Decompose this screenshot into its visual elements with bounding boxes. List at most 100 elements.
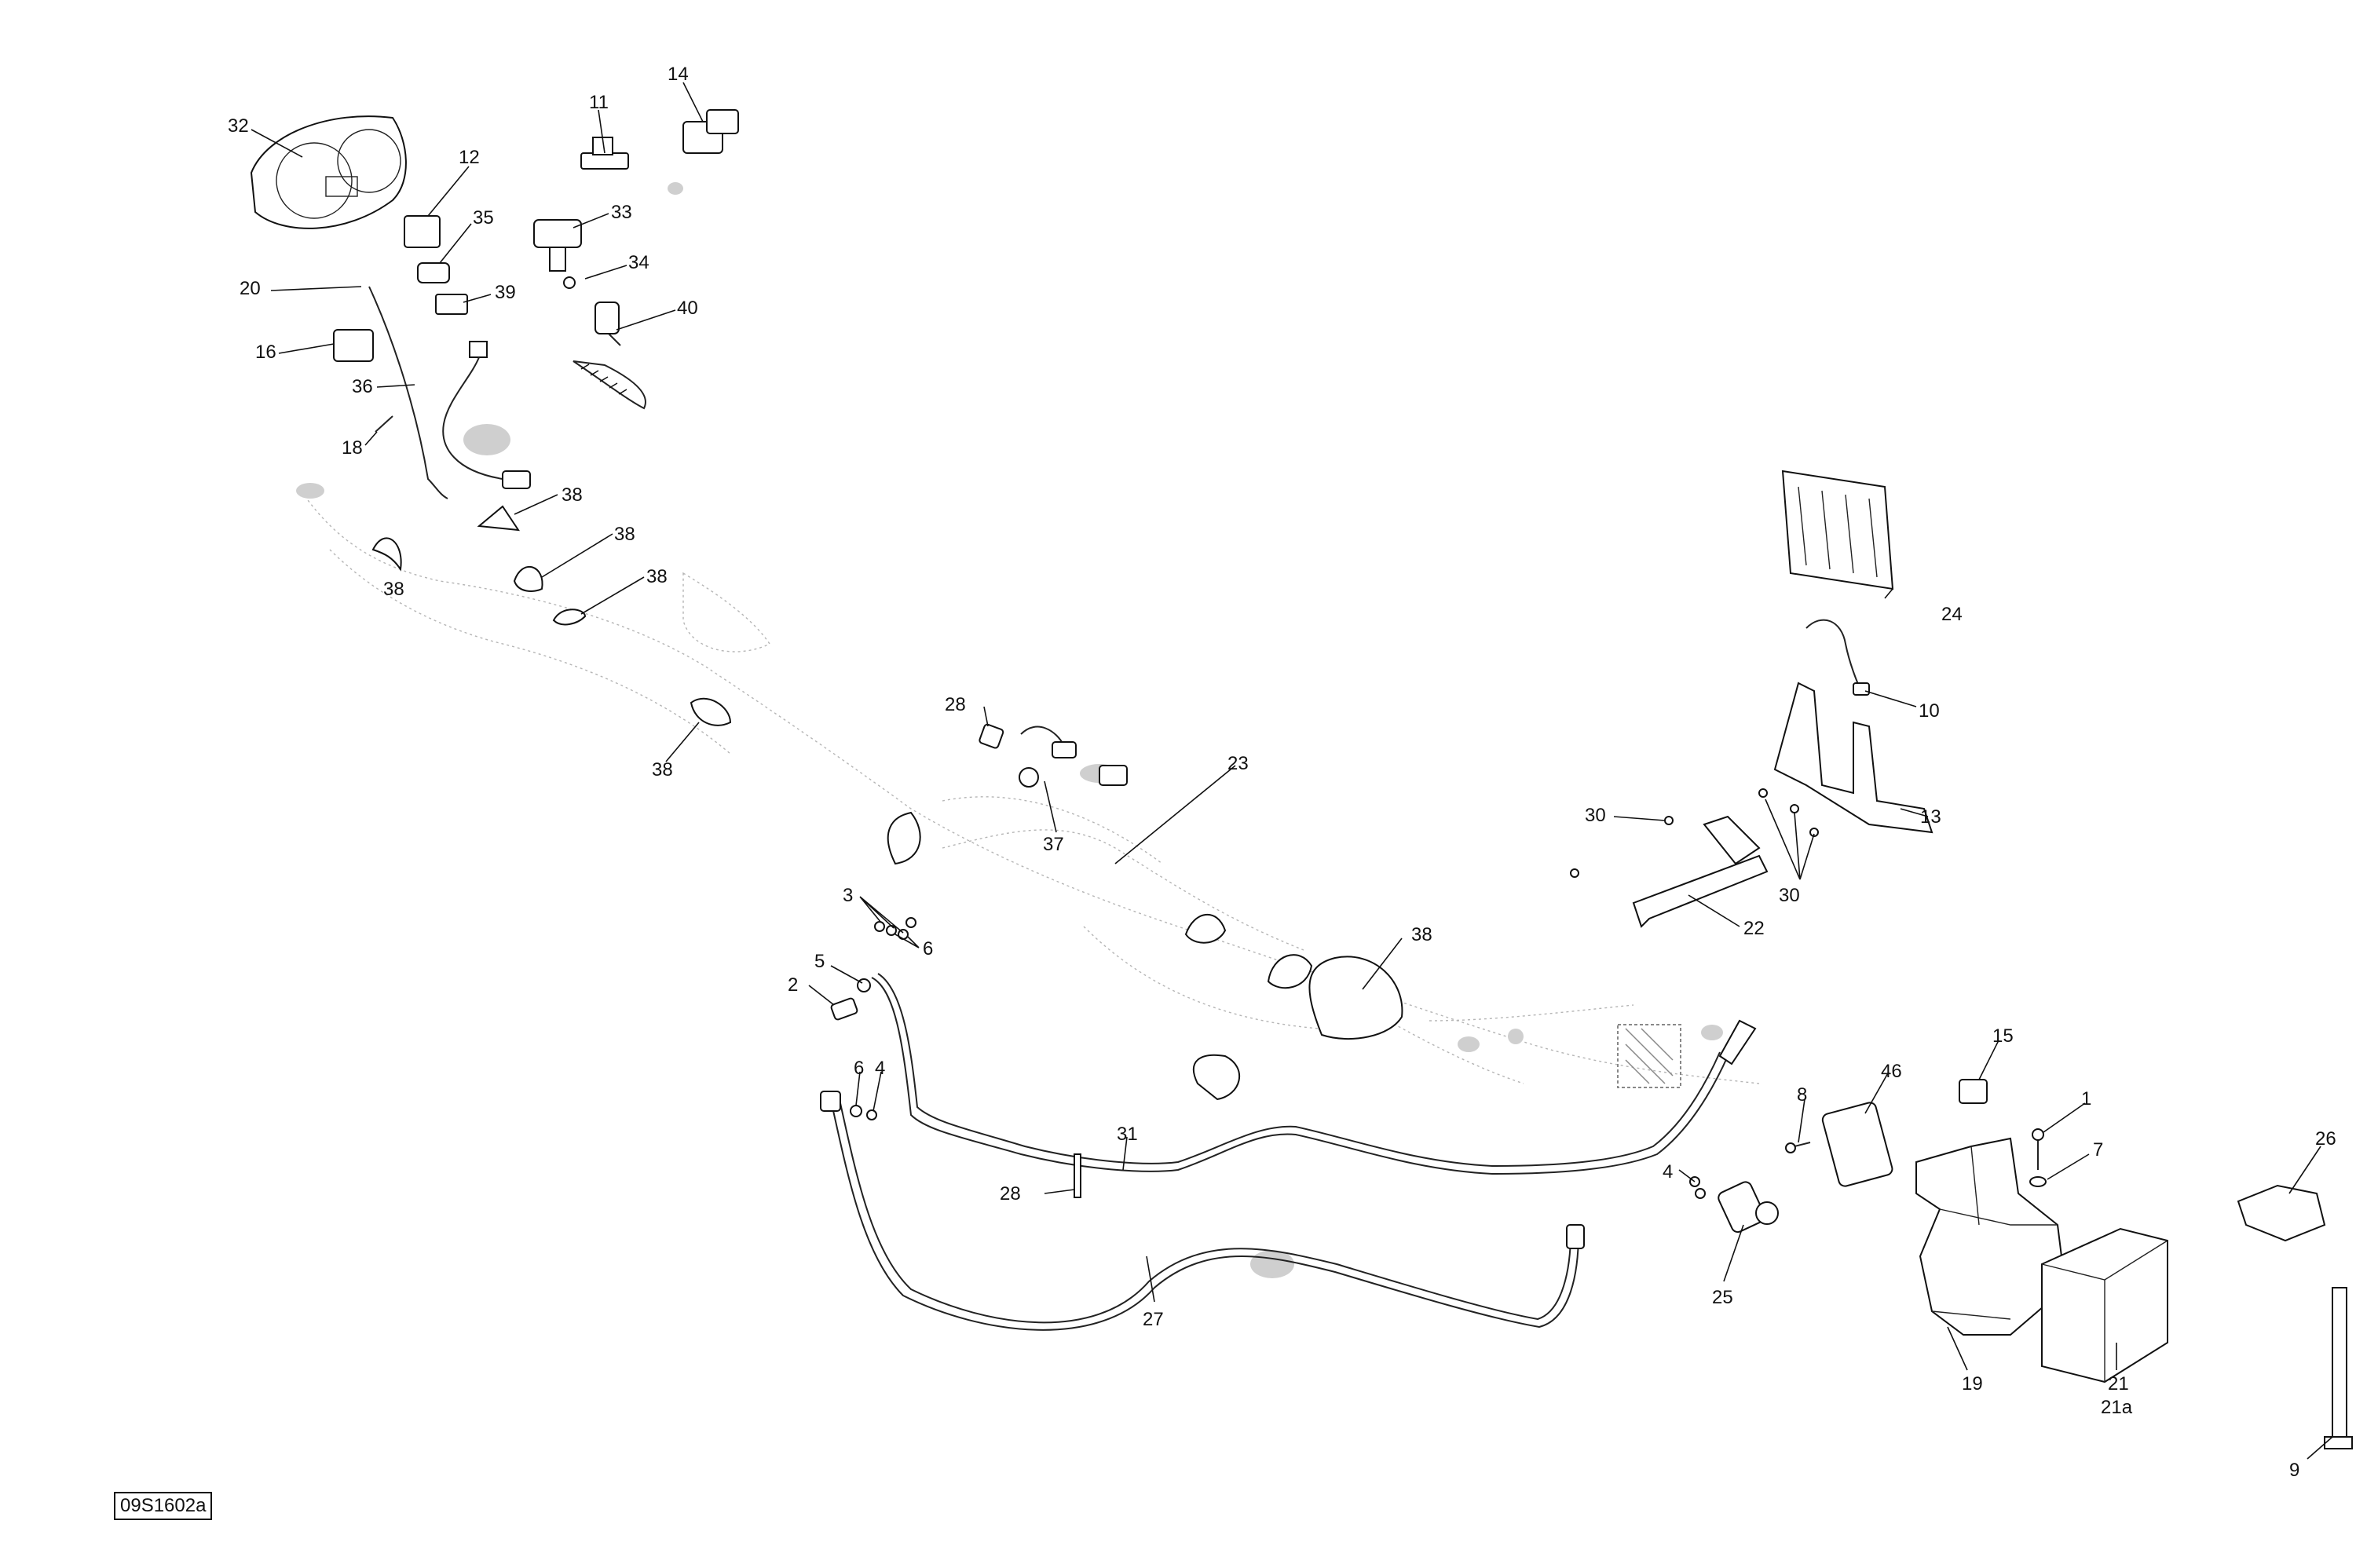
bolt-part-18 <box>375 415 393 433</box>
callout-38-b: 38 <box>383 579 404 600</box>
callout-35: 35 <box>473 207 494 228</box>
battery-strap-bracket <box>2237 1184 2326 1242</box>
battery-cable-27 <box>820 1091 1585 1331</box>
ignition-switch <box>533 219 582 289</box>
callout-38-a: 38 <box>562 484 583 506</box>
cable-tie-38a <box>477 505 521 532</box>
callout-18: 18 <box>342 437 363 459</box>
callout-5: 5 <box>814 951 825 972</box>
callout-8: 8 <box>1797 1084 1807 1106</box>
cable-tie-38d <box>552 609 587 626</box>
callout-26: 26 <box>2315 1128 2336 1150</box>
harness-part-36 <box>442 341 531 489</box>
callout-labels: 32 12 11 14 35 33 20 34 39 40 16 36 18 3… <box>228 64 2336 1481</box>
cable-tie-38c <box>513 565 543 592</box>
callout-3: 3 <box>843 885 853 906</box>
callout-30-a: 30 <box>1585 805 1606 826</box>
connector-part-28 <box>979 723 1004 749</box>
callout-38-d: 38 <box>646 566 668 587</box>
sensor-lead-10 <box>1805 619 1870 696</box>
cable-tie-loop-4 <box>1193 1054 1240 1101</box>
cable-tie-38b <box>371 537 402 572</box>
washer-part-7 <box>2029 1176 2047 1187</box>
clamp-part <box>1099 765 1128 786</box>
main-harness-23 <box>942 829 1304 951</box>
callout-16: 16 <box>255 342 276 363</box>
sensor-part-35 <box>417 262 450 283</box>
cable-tie-38f <box>1308 956 1403 1040</box>
callout-4-b: 4 <box>1663 1161 1673 1182</box>
cable-tie-loop-2 <box>1184 914 1227 944</box>
callout-46: 46 <box>1881 1061 1902 1082</box>
battery-strap <box>2324 1287 2353 1449</box>
callout-6-a: 6 <box>923 938 933 959</box>
callout-33: 33 <box>611 202 632 223</box>
callout-6-b: 6 <box>854 1058 864 1079</box>
cable-tie-28b <box>1074 1153 1081 1198</box>
callout-20: 20 <box>240 278 261 299</box>
ghost-frame-outline <box>296 182 1760 1278</box>
washer-part-4-6 <box>850 1105 877 1120</box>
callout-4-a: 4 <box>875 1058 885 1079</box>
callout-25: 25 <box>1712 1287 1733 1308</box>
callout-24: 24 <box>1941 604 1963 625</box>
control-module-46 <box>1821 1102 1893 1187</box>
callout-38-f: 38 <box>1411 924 1432 945</box>
callout-36: 36 <box>352 376 373 397</box>
cable-tie-loop-3 <box>1267 954 1313 989</box>
leader-lines <box>251 82 2333 1460</box>
callout-2: 2 <box>788 974 798 996</box>
cable-part-20 <box>368 286 448 499</box>
engine-control-unit <box>1781 470 1894 590</box>
callout-39: 39 <box>495 282 516 303</box>
instrument-cluster <box>250 115 407 229</box>
safety-lanyard <box>573 302 646 410</box>
starter-solenoid <box>1689 1176 1779 1234</box>
callout-28-b: 28 <box>1000 1183 1021 1204</box>
callout-32: 32 <box>228 115 249 137</box>
battery-tray <box>1915 1137 2067 1336</box>
callout-11: 11 <box>589 92 609 113</box>
mount-bracket-22 <box>1632 815 1769 928</box>
ecu-bracket <box>1773 682 1933 834</box>
callout-21: 21 <box>2108 1373 2129 1394</box>
battery-cable-31 <box>871 973 1757 1175</box>
callout-23: 23 <box>1227 753 1249 774</box>
callout-1: 1 <box>2081 1088 2091 1109</box>
callout-9: 9 <box>2289 1460 2299 1481</box>
screw-part-8 <box>1785 1142 1811 1153</box>
callout-22: 22 <box>1743 918 1765 939</box>
callout-13: 13 <box>1920 806 1941 828</box>
callout-28-a: 28 <box>945 694 966 715</box>
connector-part-37 <box>1019 726 1077 788</box>
cable-tie-loop-1 <box>887 811 921 865</box>
switch-part-16 <box>333 329 374 362</box>
diagram-reference-code: 09S1602a <box>114 1492 213 1520</box>
callout-38-e: 38 <box>652 759 673 780</box>
bolt-part-2 <box>830 997 858 1021</box>
fuse-part-15 <box>1959 1079 1988 1104</box>
callout-38-c: 38 <box>614 524 635 545</box>
callout-10: 10 <box>1919 700 1940 722</box>
callout-15: 15 <box>1992 1025 2014 1047</box>
switch-part-12 <box>404 215 441 248</box>
callout-40: 40 <box>677 298 698 319</box>
cable-tie-38e <box>690 697 732 726</box>
callout-30-b: 30 <box>1779 885 1800 906</box>
callout-21a: 21a <box>2101 1397 2133 1418</box>
callout-14: 14 <box>668 64 689 85</box>
callout-37: 37 <box>1043 834 1064 855</box>
battery <box>2041 1227 2168 1383</box>
bolt-part-1 <box>2032 1128 2044 1170</box>
callout-31: 31 <box>1117 1124 1138 1145</box>
clips-part-3-6 <box>874 917 916 940</box>
callout-19: 19 <box>1962 1373 1983 1394</box>
screws-part-30 <box>1570 788 1819 878</box>
callout-34: 34 <box>628 252 649 273</box>
switch-part-14 <box>682 109 739 154</box>
connector-part-39 <box>435 294 468 315</box>
callout-12: 12 <box>459 147 480 168</box>
callout-27: 27 <box>1143 1309 1164 1330</box>
callout-7: 7 <box>2093 1139 2103 1160</box>
